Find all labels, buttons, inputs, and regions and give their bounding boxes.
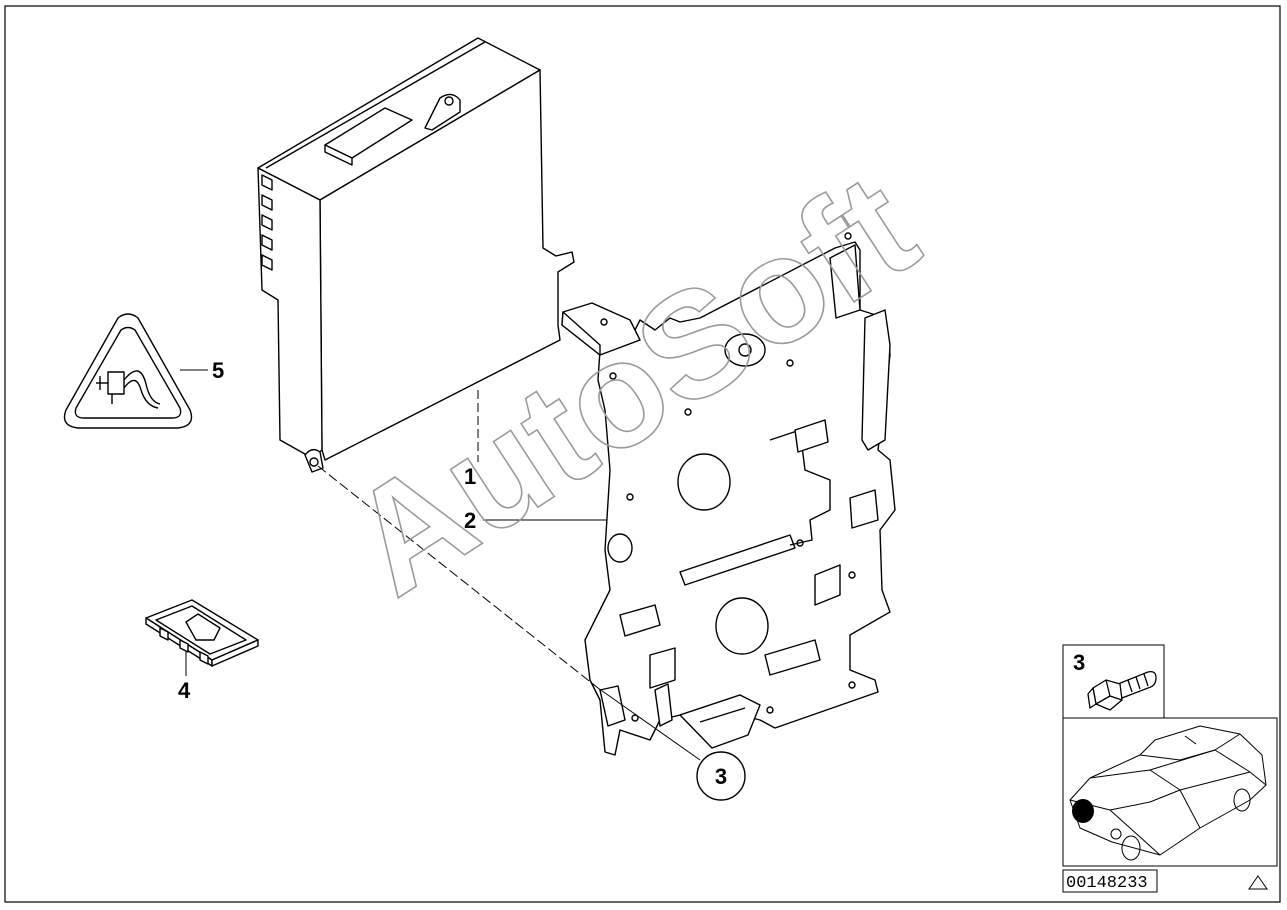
inset-bolt-callout: 3 [1073,650,1085,675]
warning-triangle-icon [63,313,193,429]
mounting-bracket [561,232,896,756]
inset-bolt-panel: 3 [1062,644,1165,719]
callout-part-2: 2 [464,508,476,533]
callout-part-3-circled: 3 [696,751,746,801]
location-marker [1072,799,1094,823]
leader-part-3-dashed [317,465,599,689]
control-unit-box [257,37,575,473]
callout-part-4: 4 [178,678,191,703]
diagram-frame [4,5,1281,903]
callout-part-1: 1 [464,464,476,489]
plug-symbol-icon [96,370,161,409]
callout-part-5: 5 [212,358,224,383]
diagram-code-box: 00148233 [1062,869,1158,893]
leader-part-3 [597,687,701,761]
connector-plate [145,599,259,667]
callout-part-3-label: 3 [715,764,727,789]
leader-lines [180,369,701,761]
inset-car-panel [1062,717,1278,867]
bolt-icon [1087,670,1157,711]
diagram-code: 00148233 [1066,874,1148,893]
small-triangle-icon [1248,875,1268,890]
